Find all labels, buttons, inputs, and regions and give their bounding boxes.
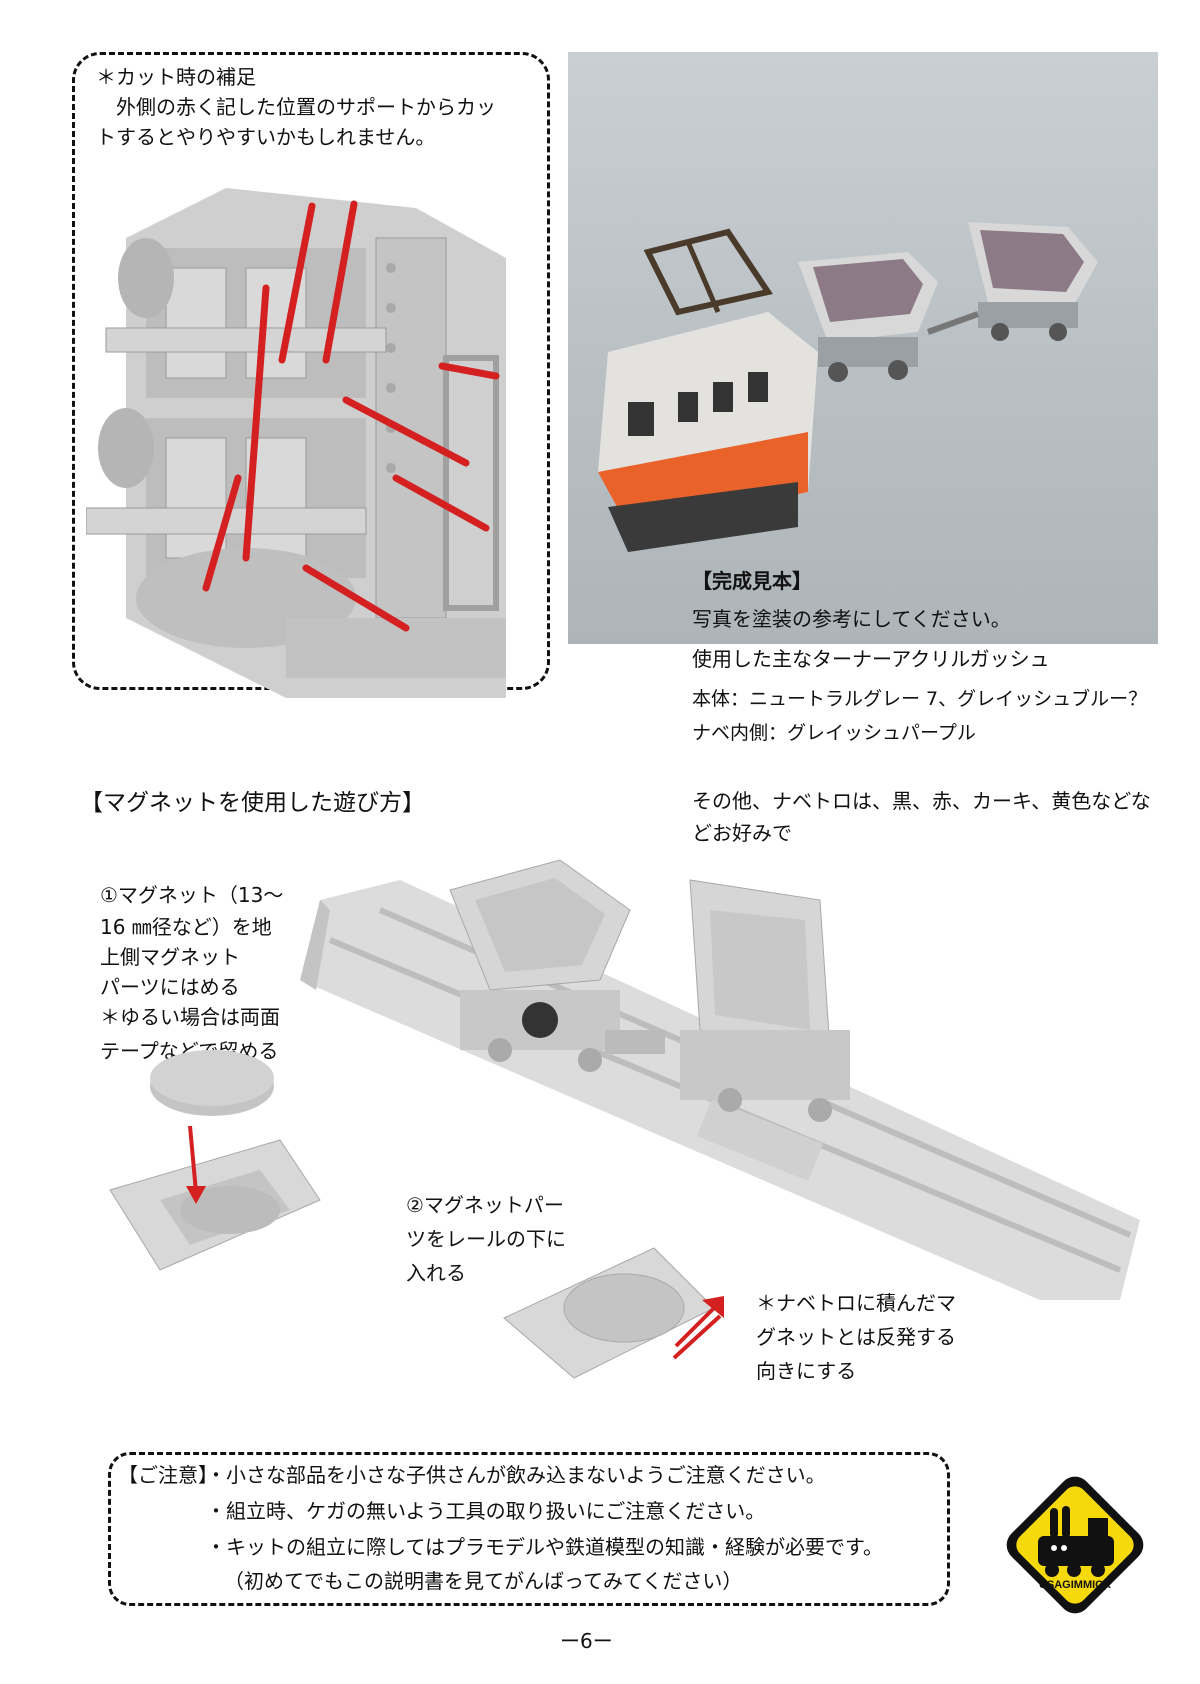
caution-item: （初めてでもこの説明書を見てがんばってみてください） xyxy=(224,1569,743,1593)
sample-line3: 本体：ニュートラルグレー 7、グレイッシュブルー？ xyxy=(692,688,1148,710)
step1-line: 上側マグネット xyxy=(100,945,240,969)
finished-sample-photo xyxy=(568,52,1158,644)
step2-line: ツをレールの下に xyxy=(406,1227,566,1251)
track-with-hopper-cars-image xyxy=(300,859,1140,1300)
step2-line: ②マグネットパー xyxy=(406,1193,564,1217)
magnet-step2-text: ②マグネットパー ツをレールの下に 入れる xyxy=(406,1190,566,1288)
sample-heading: 【完成見本】 xyxy=(692,569,812,593)
magnet-step3-text: ＊ナベトロに積んだマ グネットとは反発する 向きにする xyxy=(756,1288,956,1386)
step1-line: ＊ゆるい場合は両面 xyxy=(100,1005,280,1029)
step1-line: ①マグネット（13～ xyxy=(100,883,284,907)
magnet-step1-text: ①マグネット（13～ 16 ㎜径など）を地 上側マグネット パーツにはめる ＊ゆ… xyxy=(100,880,283,1066)
magnet-disc-image xyxy=(150,1050,274,1116)
sample-line1: 写真を塗装の参考にしてください。 xyxy=(692,607,1011,631)
usagimmick-logo: USAGIMMICK xyxy=(1006,1476,1144,1614)
sample-other-line2: どお好みで xyxy=(692,821,792,845)
ground-magnet-part-image xyxy=(109,1125,321,1271)
cut-note-line1: 外側の赤く記した位置のサポートからカッ xyxy=(116,95,496,119)
step1-line: 16 ㎜径など）を地 xyxy=(100,915,272,939)
cut-note-line2: トするとやりやすいかもしれません。 xyxy=(96,125,436,149)
sample-line4: ナベ内側：グレイッシュパープル xyxy=(692,722,976,744)
step2-line: 入れる xyxy=(406,1261,466,1285)
locomotive-image xyxy=(598,228,818,552)
step1-line: パーツにはめる xyxy=(100,975,240,999)
step3-line: グネットとは反発する xyxy=(756,1325,956,1349)
sample-line2: 使用した主なターナーアクリルガッシュ xyxy=(692,647,1050,671)
hopper-car-1-image xyxy=(798,252,938,382)
hopper-car-2-image xyxy=(968,222,1098,341)
cut-note-title: ＊カット時の補足 xyxy=(96,65,256,89)
magnet-heading: 【マグネットを使用した遊び方】 xyxy=(80,790,425,816)
page-number: ー6ー xyxy=(560,1629,613,1653)
under-rail-magnet-part-image xyxy=(503,1247,722,1379)
red-arrow-icon xyxy=(674,1296,724,1348)
caution-label: 【ご注意】 xyxy=(118,1463,218,1487)
caution-item: ・組立時、ケガの無いよう工具の取り扱いにご注意ください。 xyxy=(206,1499,766,1523)
caution-box xyxy=(108,1452,950,1606)
step3-line: 向きにする xyxy=(756,1359,857,1383)
sample-other-line1: その他、ナベトロは、黒、赤、カーキ、黄色などな xyxy=(692,789,1151,813)
caution-item: ・キットの組立に際してはプラモデルや鉄道模型の知識・経験が必要です。 xyxy=(206,1535,883,1559)
caution-item: ・小さな部品を小さな子供さんが飲み込まないようご注意ください。 xyxy=(206,1463,826,1487)
logo-text: USAGIMMICK xyxy=(1039,1579,1111,1591)
truck-render-image xyxy=(86,188,506,698)
step3-line: ＊ナベトロに積んだマ xyxy=(756,1291,956,1315)
